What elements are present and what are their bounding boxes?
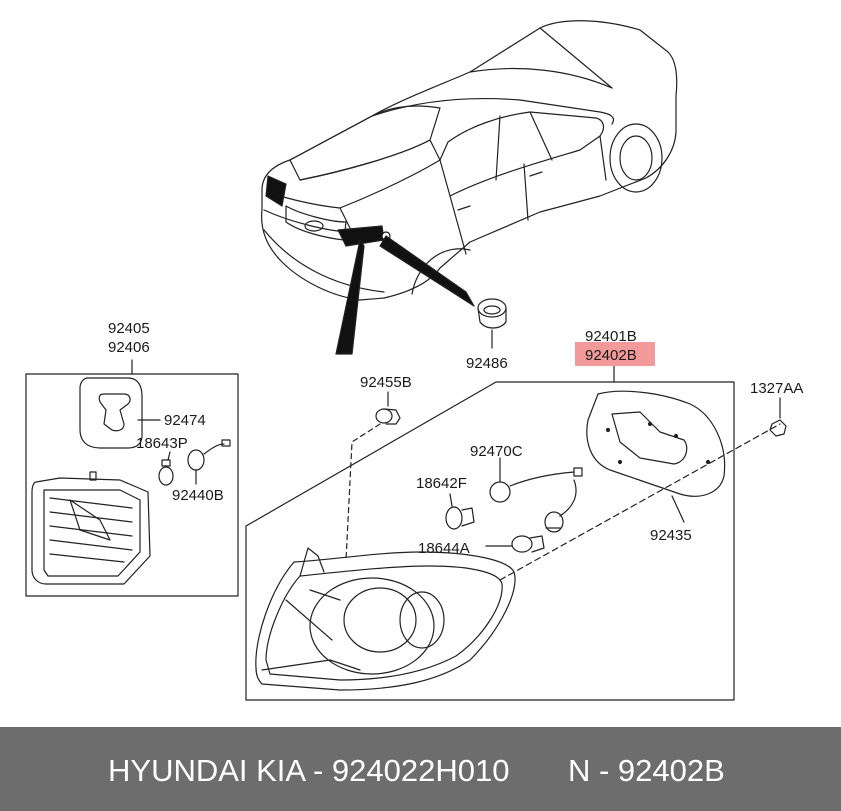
label-92405: 92405 — [108, 320, 150, 337]
label-18644A: 18644A — [418, 540, 470, 557]
socket-18644A — [544, 511, 564, 533]
footer-brand-text: HYUNDAI KIA - 924022H010 — [108, 753, 510, 788]
bulb-18643P — [158, 459, 174, 486]
label-92435: 92435 — [650, 527, 692, 544]
socket-92440B — [187, 439, 231, 471]
rear-lamp-box — [245, 381, 735, 701]
inner-lamp — [31, 471, 151, 585]
rear-combination-lamp — [255, 547, 516, 691]
highlight-box — [575, 342, 655, 366]
label-92455B: 92455B — [360, 374, 412, 391]
socket-92455B — [375, 408, 401, 425]
label-18643P: 18643P — [136, 435, 188, 452]
label-92440B: 92440B — [172, 487, 224, 504]
label-92470C: 92470C — [470, 443, 523, 460]
label-92406: 92406 — [108, 339, 150, 356]
gasket-92474 — [79, 377, 143, 449]
label-18642F: 18642F — [416, 475, 467, 492]
label-92474: 92474 — [164, 412, 206, 429]
footer-part-text: N - 92402B — [568, 753, 725, 788]
harness-92470C — [489, 467, 583, 517]
label-92401B: 92401B — [585, 328, 637, 345]
grommet-92486 — [477, 298, 507, 329]
label-92402B: 92402B — [585, 347, 637, 364]
label-92486: 92486 — [466, 355, 508, 372]
parts-diagram: 92405 92406 92474 18643P 92440B 92486 92… — [25, 20, 803, 701]
nut-1327AA — [769, 419, 787, 437]
parts-diagram-svg: 92405 92406 92474 18643P 92440B 92486 92… — [25, 20, 803, 701]
car-illustration — [261, 20, 678, 355]
gasket-92435 — [586, 390, 726, 497]
bulb-18642F — [445, 506, 475, 530]
bulb-18644A — [511, 535, 545, 553]
part-number-footer: HYUNDAI KIA - 924022H010 N - 92402B — [0, 727, 841, 811]
label-1327AA: 1327AA — [750, 380, 803, 397]
